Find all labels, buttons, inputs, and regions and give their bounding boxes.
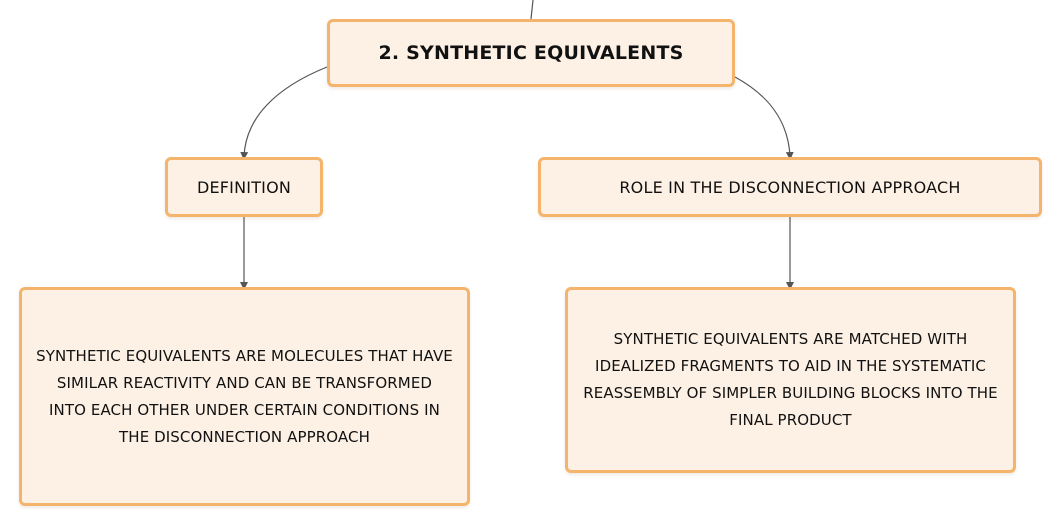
connector-root-to-role — [734, 76, 794, 160]
definition-description-node[interactable]: SYNTHETIC EQUIVALENTS ARE MOLECULES THAT… — [19, 287, 470, 506]
role-node[interactable]: ROLE IN THE DISCONNECTION APPROACH — [538, 157, 1042, 217]
role-node-label: ROLE IN THE DISCONNECTION APPROACH — [619, 177, 961, 197]
root-node[interactable]: 2. SYNTHETIC EQUIVALENTS — [327, 19, 735, 87]
role-description-text: SYNTHETIC EQUIVALENTS ARE MATCHED WITH I… — [583, 330, 998, 429]
connector-root-to-definition — [240, 66, 328, 160]
role-description-node[interactable]: SYNTHETIC EQUIVALENTS ARE MATCHED WITH I… — [565, 287, 1016, 473]
incoming-connector — [530, 0, 534, 20]
definition-node-label: DEFINITION — [196, 177, 292, 197]
root-node-label: 2. SYNTHETIC EQUIVALENTS — [378, 42, 684, 64]
definition-description-text: SYNTHETIC EQUIVALENTS ARE MOLECULES THAT… — [36, 346, 453, 446]
definition-node[interactable]: DEFINITION — [165, 157, 323, 217]
